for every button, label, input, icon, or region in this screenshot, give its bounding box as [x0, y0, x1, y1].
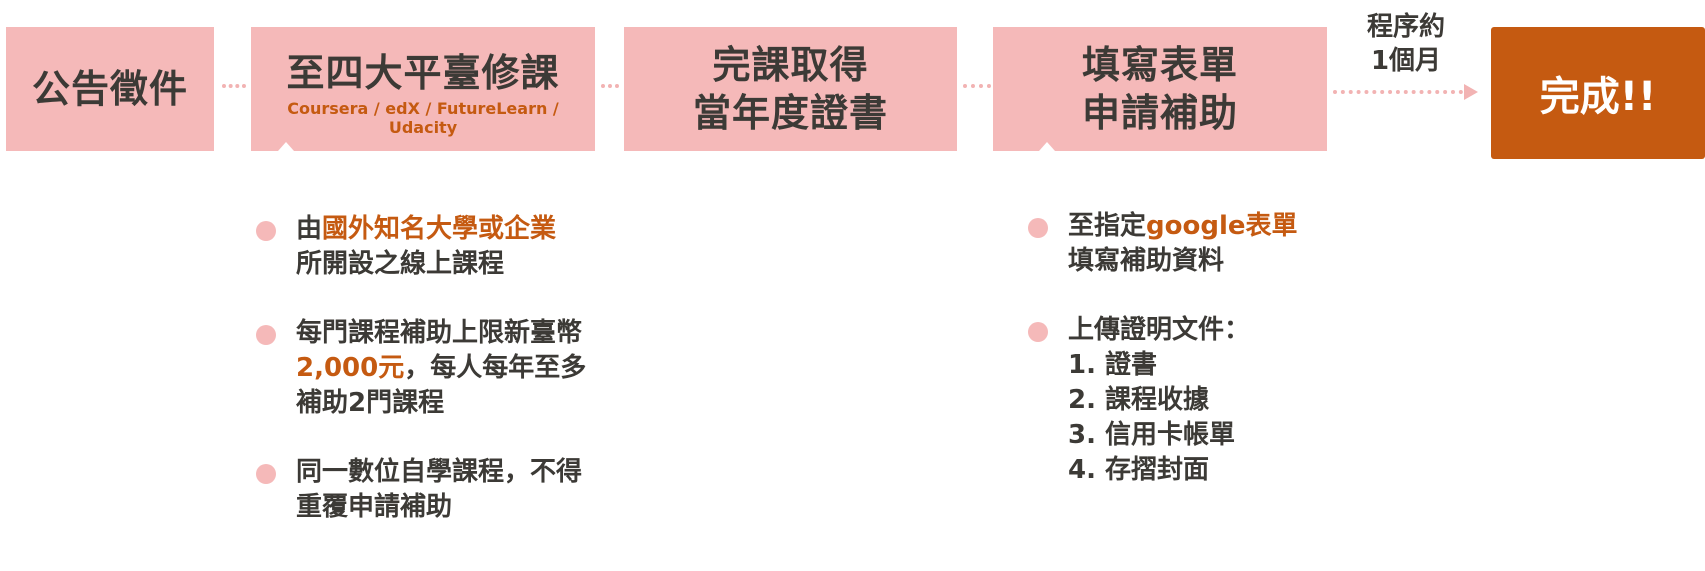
step-1-title: 公告徵件 — [31, 67, 188, 111]
bullet-icon — [1028, 322, 1048, 342]
duration-arrowhead — [1464, 84, 1478, 100]
bullet-icon — [1028, 218, 1048, 238]
step-3-box: 完課取得 當年度證書 — [624, 27, 957, 151]
note-left-3: 同一數位自學課程，不得重覆申請補助 — [256, 455, 596, 525]
step-2-platforms: Coursera / edX / FutureLearn / Udacity — [287, 99, 559, 137]
step-2-pointer — [278, 142, 294, 151]
connector-3-4 — [963, 84, 991, 88]
connector-1-2 — [222, 84, 246, 88]
duration-label: 程序約 1個月 — [1346, 10, 1466, 78]
step-3-title-line1: 完課取得 — [712, 43, 869, 87]
bullet-icon — [256, 221, 276, 241]
duration-arrow-line — [1333, 90, 1463, 94]
duration-line1: 程序約 — [1366, 12, 1445, 42]
step-2-title: 至四大平臺修課 — [286, 51, 560, 95]
step-4-pointer — [1039, 142, 1055, 151]
doc-item-4: 4. 存摺封面 — [1068, 455, 1210, 485]
final-label: 完成!! — [1539, 74, 1657, 120]
step-1-box: 公告徵件 — [6, 27, 214, 151]
bullet-icon — [256, 325, 276, 345]
step-2-box: 至四大平臺修課 Coursera / edX / FutureLearn / U… — [251, 27, 595, 151]
notes-left-list: 由國外知名大學或企業 所開設之線上課程 每門課程補助上限新臺幣2,000元，每人… — [256, 212, 596, 559]
step-3-title-line2: 當年度證書 — [692, 91, 888, 135]
note-left-1: 由國外知名大學或企業 所開設之線上課程 — [256, 212, 596, 282]
doc-item-3: 3. 信用卡帳單 — [1068, 420, 1236, 450]
final-box: 完成!! — [1491, 27, 1705, 159]
step-4-title-line1: 填寫表單 — [1081, 43, 1238, 87]
step-4-title-line2: 申請補助 — [1081, 91, 1238, 135]
doc-item-1: 1. 證書 — [1068, 350, 1158, 380]
step-4-box: 填寫表單 申請補助 — [993, 27, 1327, 151]
bullet-icon — [256, 464, 276, 484]
note-right-2: 上傳證明文件： 1. 證書 2. 課程收據 3. 信用卡帳單 4. 存摺封面 — [1028, 313, 1328, 488]
doc-item-2: 2. 課程收據 — [1068, 385, 1210, 415]
duration-line2: 1個月 — [1370, 46, 1442, 76]
note-left-2: 每門課程補助上限新臺幣2,000元，每人每年至多補助2門課程 — [256, 316, 596, 421]
connector-2-3 — [601, 84, 619, 88]
note-right-1: 至指定google表單 填寫補助資料 — [1028, 209, 1328, 279]
notes-right-list: 至指定google表單 填寫補助資料 上傳證明文件： 1. 證書 2. 課程收據… — [1028, 209, 1328, 522]
